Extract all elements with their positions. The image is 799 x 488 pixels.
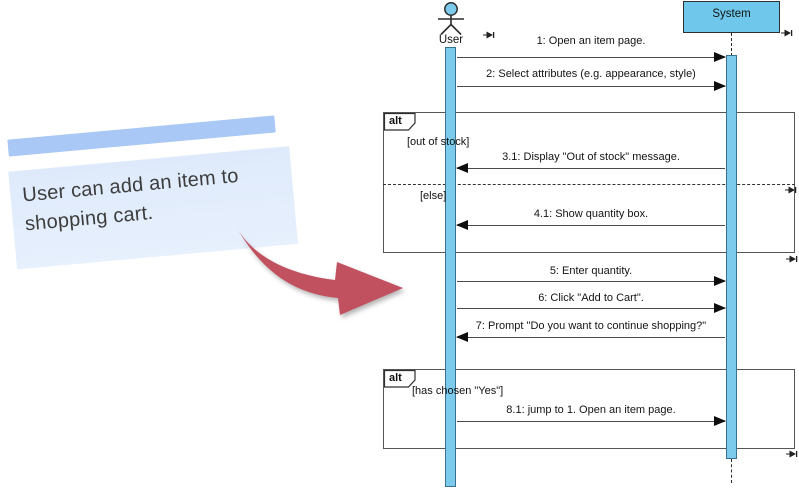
fragment-operator-label: alt: [389, 115, 402, 127]
alt-fragment-1-divider: [383, 184, 795, 185]
end-marker-icon: [786, 450, 798, 458]
system-lifeline-top: [731, 33, 732, 56]
end-marker-icon: [781, 29, 793, 37]
alt-fragment-2-operator: alt: [383, 369, 416, 388]
actor-user-icon[interactable]: [434, 1, 468, 35]
fragment-pentagon-icon: [383, 369, 416, 388]
arrowhead-right-icon: [714, 276, 726, 286]
system-lifeline-bottom: [731, 459, 732, 483]
message-line: [457, 421, 725, 422]
message-label: 1: Open an item page.: [536, 35, 646, 47]
end-marker-icon: [483, 31, 495, 39]
system-activation-bar[interactable]: [726, 55, 737, 459]
arrowhead-right-icon: [714, 81, 726, 91]
end-marker-icon: [785, 186, 797, 194]
message-line: [457, 86, 725, 87]
arrowhead-left-icon: [456, 163, 468, 173]
guard-has-chosen-yes: [has chosen "Yes"]: [412, 385, 504, 397]
message-label: 8.1: jump to 1. Open an item page.: [506, 404, 676, 416]
message-line: [457, 168, 725, 169]
annotation-arrow-icon[interactable]: [225, 218, 415, 328]
arrowhead-right-icon: [714, 52, 726, 62]
message-line: [457, 225, 725, 226]
arrowhead-left-icon: [456, 220, 468, 230]
alt-fragment-2[interactable]: [383, 369, 795, 449]
message-line: [457, 308, 725, 309]
fragment-pentagon-icon: [383, 112, 416, 131]
message-label: 6: Click "Add to Cart".: [538, 292, 644, 304]
message-label: 5: Enter quantity.: [549, 265, 633, 277]
system-object-box[interactable]: System: [683, 1, 780, 33]
alt-fragment-1[interactable]: [383, 112, 795, 253]
system-object-label: System: [712, 8, 751, 20]
arrowhead-right-icon: [714, 416, 726, 426]
alt-fragment-1-operator: alt: [383, 112, 416, 131]
guard-else: [else]: [420, 190, 447, 202]
arrowhead-left-icon: [456, 332, 468, 342]
message-label: 2: Select attributes (e.g. appearance, s…: [486, 68, 696, 80]
message-label: 3.1: Display "Out of stock" message.: [502, 151, 680, 163]
message-line: [457, 57, 725, 58]
guard-out-of-stock: [out of stock]: [407, 136, 470, 148]
user-activation-bar[interactable]: [445, 47, 456, 487]
message-label: 7: Prompt "Do you want to continue shopp…: [475, 320, 707, 332]
message-label: 4.1: Show quantity box.: [533, 208, 649, 220]
actor-user-label: User: [438, 34, 464, 46]
arrowhead-right-icon: [714, 303, 726, 313]
end-marker-icon: [786, 255, 798, 263]
fragment-operator-label: alt: [389, 372, 402, 384]
message-line: [457, 337, 725, 338]
message-line: [457, 281, 725, 282]
